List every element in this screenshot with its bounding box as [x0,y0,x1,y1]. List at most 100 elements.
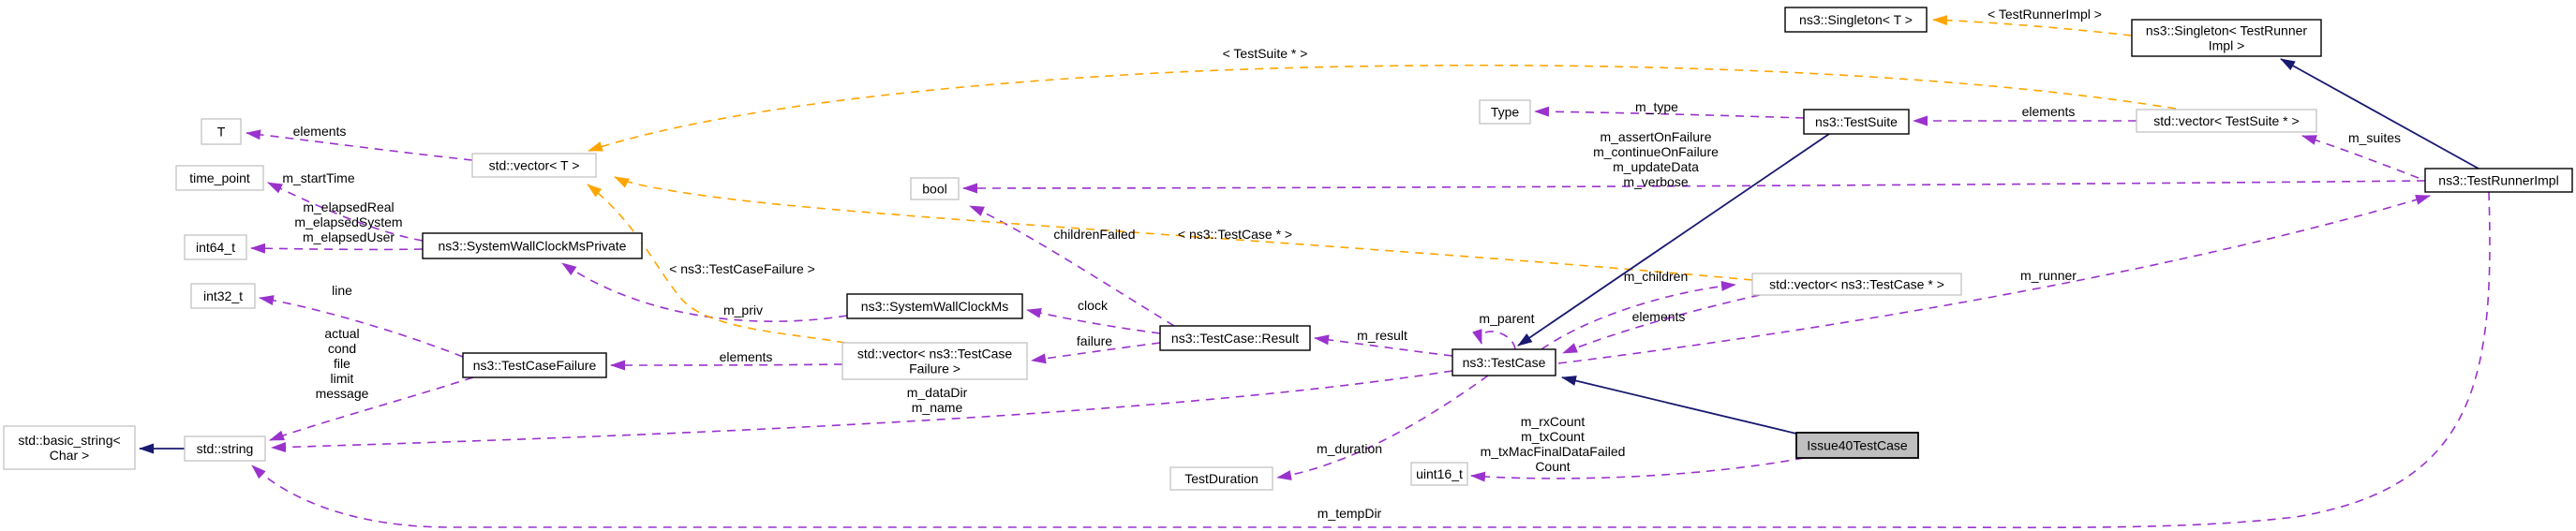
node-test-case-result-label: ns3::TestCase::Result [1171,331,1299,346]
edge-m-elapsed [250,243,424,254]
node-test-runner-impl-label: ns3::TestRunnerImpl [2438,173,2558,188]
node-std-string[interactable]: std::string [184,435,266,462]
edge-m-runner [1557,195,2431,364]
node-test-suite-label: ns3::TestSuite [1815,114,1898,129]
label-m-continue-on-failure: m_continueOnFailure [1593,144,1719,159]
label-m-assert-on-failure: m_assertOnFailure [1600,129,1711,144]
node-test-case-failure[interactable]: ns3::TestCaseFailure [462,352,607,378]
label-limit: limit [331,371,354,386]
node-std-vector-t[interactable]: std::vector< T > [471,153,597,178]
node-int64-t-label: int64_t [196,240,235,255]
node-uint16-t[interactable]: uint16_t [1410,462,1468,486]
label-m-priv: m_priv [723,302,763,317]
edge-m-duration [1276,375,1489,480]
edge-inherit-testrunnerimpl-singleton [2280,58,2479,170]
node-type[interactable]: Type [1479,99,1531,125]
edge-clock [1026,308,1161,334]
node-test-duration[interactable]: TestDuration [1169,466,1273,491]
label-m-name: m_name [912,400,963,415]
edge-failure [1031,342,1161,364]
label-m-verbose: m_verbose [1623,174,1688,189]
edge-elements-vector-tc-to-testcase [1562,294,1761,354]
label-failure: failure [1077,333,1112,348]
label-template-ts-ptr: < TestSuite * > [1223,46,1308,61]
node-time-point-label: time_point [189,170,250,185]
label-m-elapsed-user: m_elapsedUser [303,229,395,244]
label-m-tx-count: m_txCount [1521,429,1585,444]
node-std-basic-string[interactable]: std::basic_string<Char > [3,425,136,470]
edge-m-rx-tx-count [1470,457,1805,482]
edge-m-result [1314,334,1453,357]
node-bool[interactable]: bool [910,177,960,200]
node-issue40-test-case[interactable]: Issue40TestCase [1795,432,1919,459]
node-test-duration-label: TestDuration [1184,471,1258,486]
node-test-case-label: ns3::TestCase [1463,355,1546,370]
label-m-tx-mac-final: m_txMacFinalDataFailed [1481,444,1626,459]
label-template-tri: < TestRunnerImpl > [1988,7,2102,22]
edge-m-suites [2301,135,2434,184]
label-template-tcf: < ns3::TestCaseFailure > [669,261,815,276]
label-message: message [316,386,369,401]
label-m-start-time: m_startTime [282,170,354,185]
edge-m-type [1534,106,1805,119]
node-system-wall-clock-ms[interactable]: ns3::SystemWallClockMs [846,293,1023,319]
edge-elements-vector-t-to-t [246,129,473,161]
node-std-vector-test-case-ptr-label: std::vector< ns3::TestCase * > [1769,277,1944,292]
label-m-datadir: m_dataDir [907,385,968,400]
label-line: line [332,283,352,298]
node-issue40-test-case-label: Issue40TestCase [1807,438,1908,453]
label-cond: cond [328,341,356,356]
label-m-update-data: m_updateData [1613,159,1699,174]
node-singleton-test-runner-impl[interactable]: ns3::Singleton< TestRunnerImpl > [2131,19,2322,57]
node-std-vector-test-suite-ptr[interactable]: std::vector< TestSuite * > [2136,109,2317,133]
edge-m-priv [561,262,848,322]
node-singleton-test-runner-impl-label: Impl > [2209,38,2245,53]
node-test-case-result[interactable]: ns3::TestCase::Result [1159,325,1311,351]
edge-m-datadir-m-name [271,370,1453,453]
edge-children-failed [969,205,1175,327]
label-actual: actual [324,326,359,341]
node-int64-t[interactable]: int64_t [184,234,247,260]
label-m-children: m_children [1624,269,1688,284]
label-m-type: m_type [1635,99,1678,114]
node-system-wall-clock-ms-private[interactable]: ns3::SystemWallClockMsPrivate [422,232,643,259]
node-std-basic-string-label: Char > [50,448,89,463]
node-std-vector-test-case-failure-label: std::vector< ns3::TestCase [857,347,1013,361]
node-test-runner-impl[interactable]: ns3::TestRunnerImpl [2424,168,2573,193]
label-m-rx-count: m_rxCount [1521,414,1586,429]
label-m-elapsed-real: m_elapsedReal [303,199,394,214]
node-std-vector-test-case-failure[interactable]: std::vector< ns3::TestCaseFailure > [841,342,1028,380]
label-m-parent: m_parent [1479,311,1534,326]
node-time-point[interactable]: time_point [175,165,264,191]
node-int32-t-label: int32_t [203,288,243,303]
node-std-vector-test-case-ptr[interactable]: std::vector< ns3::TestCase * > [1751,273,1962,296]
label-m-runner: m_runner [2020,268,2077,283]
node-singleton-t[interactable]: ns3::Singleton< T > [1784,7,1928,33]
node-test-suite[interactable]: ns3::TestSuite [1803,109,1910,135]
node-type-label: Type [1491,105,1520,120]
node-std-vector-test-suite-ptr-label: std::vector< TestSuite * > [2153,113,2299,128]
node-singleton-t-label: ns3::Singleton< T > [1799,12,1913,27]
label-elements-tcf: elements [720,349,773,364]
label-m-elapsed-system: m_elapsedSystem [294,214,402,229]
node-std-vector-t-label: std::vector< T > [489,158,580,173]
edge-line [259,295,464,358]
node-std-basic-string-label: std::basic_string< [18,433,120,448]
node-template-t-label: T [217,125,226,140]
label-children-failed: childrenFailed [1053,227,1135,242]
node-test-case[interactable]: ns3::TestCase [1452,348,1556,376]
node-singleton-test-runner-impl-label: ns3::Singleton< TestRunner [2146,23,2307,38]
edge-template-test-runner-impl [1932,15,2133,37]
label-elements-ts: elements [2022,104,2076,119]
edge-inherit-issue40-testcase [1561,376,1797,435]
label-clock: clock [1078,298,1109,313]
node-template-t[interactable]: T [201,118,242,145]
edge-actual-cond-file-limit-message [269,376,474,441]
edge-m-parent-self-loop [1472,329,1516,350]
label-template-tc-ptr: < ns3::TestCase * > [1178,227,1292,242]
edge-template-test-suite-ptr [588,64,2177,152]
edge-template-test-case-ptr [614,176,1753,281]
node-int32-t[interactable]: int32_t [190,283,256,309]
node-std-string-label: std::string [197,441,254,456]
